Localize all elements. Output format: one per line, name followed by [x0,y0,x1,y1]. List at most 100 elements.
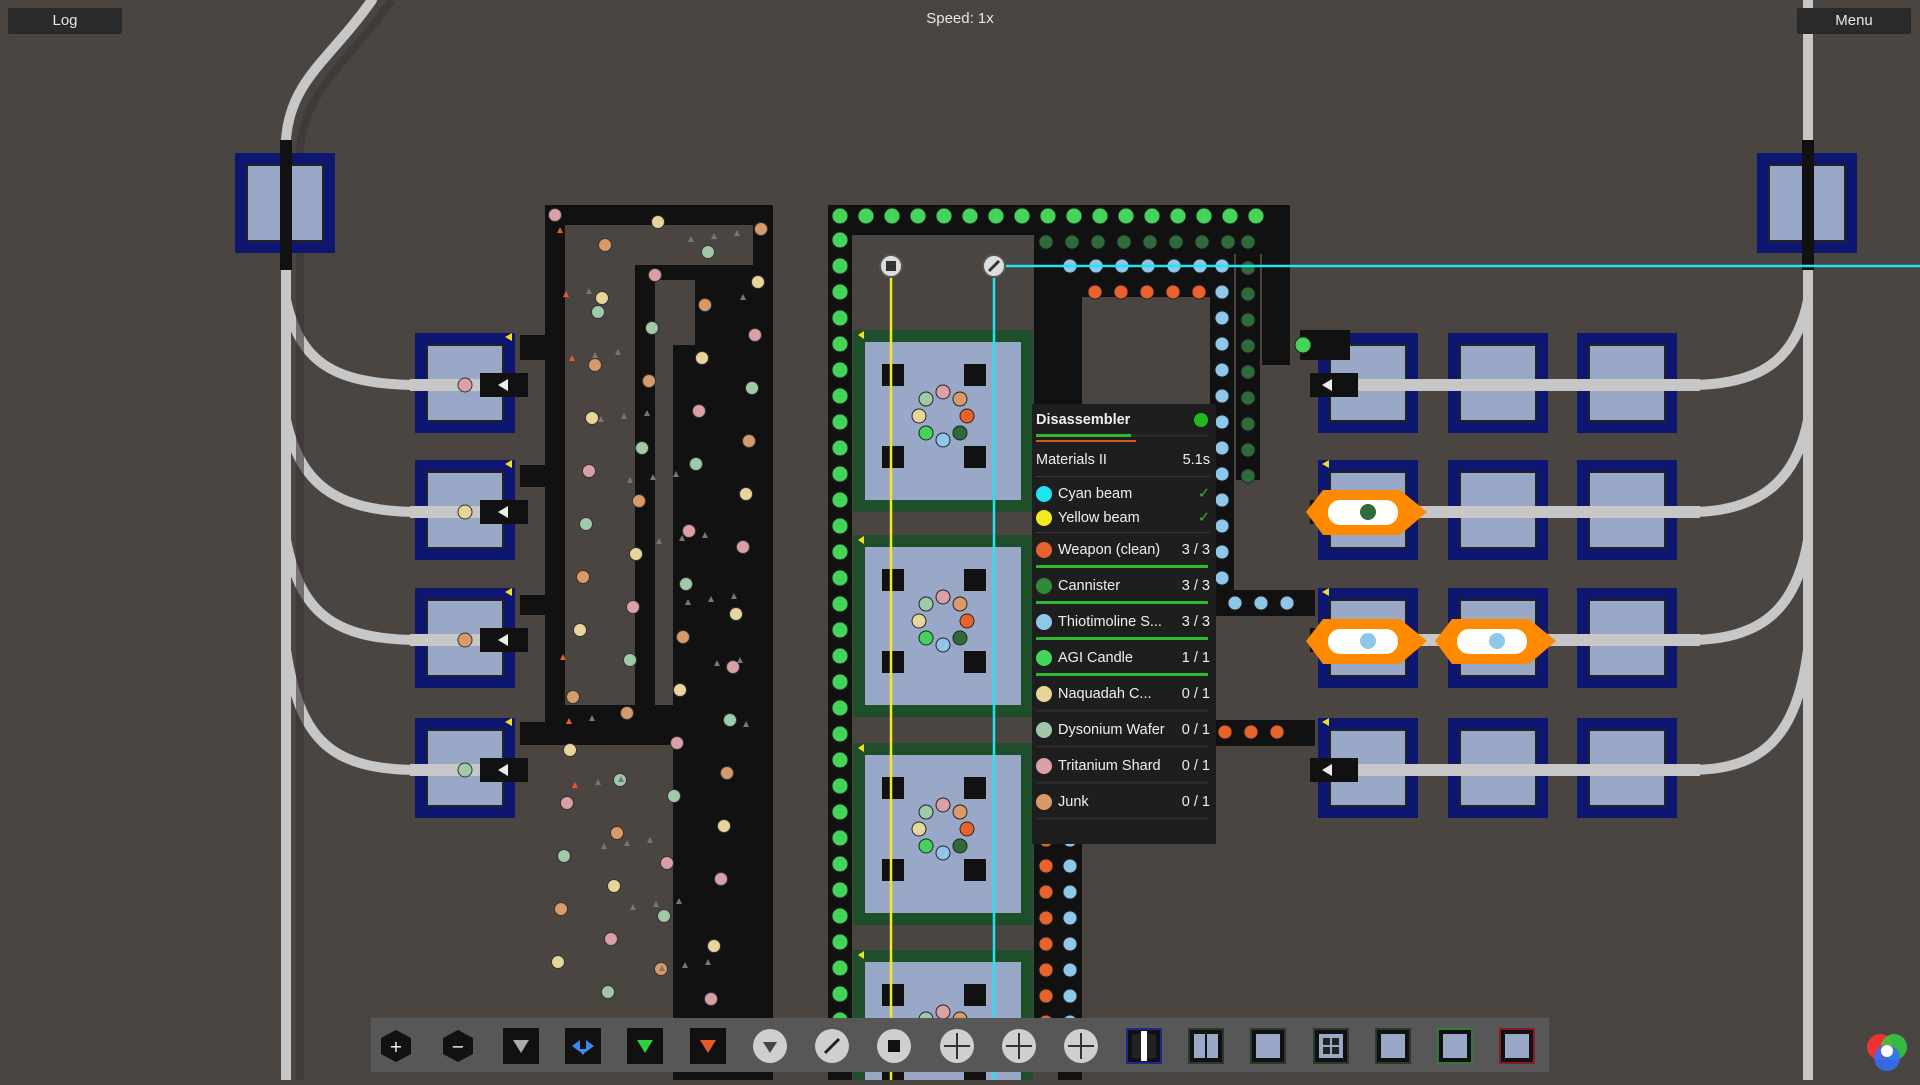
building-dot-icon[interactable] [1374,1027,1412,1065]
item-fill-bar [1036,673,1208,676]
beam-color-icon [1036,486,1052,502]
item-fill-bar [1036,781,1208,784]
sorting-belts[interactable] [520,205,773,1085]
add-hex-icon[interactable]: + [377,1027,415,1065]
recipe-progress-bar [1036,434,1208,437]
splitter-icon[interactable] [564,1027,602,1065]
item-fill-bar [1036,745,1208,748]
recipe-time: 5.1s [1182,452,1210,468]
item-fill-bar [1036,709,1208,712]
item-row: Tritanium Shard 0 / 1 [1036,754,1210,778]
tooltip-title-row: Disassembler [1036,408,1210,432]
building-grid-icon[interactable] [1312,1027,1350,1065]
status-indicator-icon [1194,413,1208,427]
recipe-name: Materials II [1036,452,1107,468]
circle-merge-icon[interactable] [1000,1027,1038,1065]
building-corner-icon[interactable] [1249,1027,1287,1065]
beam-color-icon [1036,510,1052,526]
red-arrow-down-icon[interactable] [689,1027,727,1065]
beam-check-icon: ✓ [1197,510,1210,526]
disassembler[interactable] [853,535,1033,717]
highlight-station-3[interactable] [1435,619,1556,664]
item-name: AGI Candle [1058,650,1133,666]
item-row: Cannister 3 / 3 [1036,574,1210,598]
left-station[interactable] [410,588,528,688]
beam-name: Yellow beam [1058,510,1140,526]
beam-name: Cyan beam [1058,486,1133,502]
item-fill-bar [1036,637,1208,640]
left-station[interactable] [410,718,528,818]
item-count: 3 / 3 [1181,542,1210,558]
circle-slash-icon[interactable] [813,1027,851,1065]
disassembler[interactable] [853,330,1033,512]
item-row: Junk 0 / 1 [1036,790,1210,814]
building-red-icon[interactable] [1498,1027,1536,1065]
item-icon [1036,650,1052,666]
remove-hex-icon[interactable]: − [439,1027,477,1065]
item-count: 0 / 1 [1181,758,1210,774]
left-station[interactable] [410,333,528,433]
item-name: Dysonium Wafer [1058,722,1165,738]
item-icon [1036,542,1052,558]
item-row: AGI Candle 1 / 1 [1036,646,1210,670]
item-icon [1036,686,1052,702]
item-count: 0 / 1 [1181,794,1210,810]
building-double-icon[interactable] [1187,1027,1225,1065]
item-name: Tritanium Shard [1058,758,1161,774]
item-name: Weapon (clean) [1058,542,1161,558]
circle-arrow-down-icon[interactable] [751,1027,789,1065]
item-count: 0 / 1 [1181,686,1210,702]
item-count: 3 / 3 [1181,578,1210,594]
color-wheel-icon[interactable] [1864,1029,1910,1075]
item-row: Thiotimoline S... 3 / 3 [1036,610,1210,634]
item-icon [1036,794,1052,810]
item-row: Naquadah C... 0 / 1 [1036,682,1210,706]
right-stations[interactable] [1310,333,1700,818]
item-name: Junk [1058,794,1089,810]
circle-split-icon[interactable] [1062,1027,1100,1065]
left-belt-items [548,208,768,1006]
building-green-icon[interactable] [1436,1027,1474,1065]
disassembler-column[interactable] [853,330,1033,1085]
building-small-icon[interactable] [1125,1027,1163,1065]
beam-check-icon: ✓ [1197,486,1210,502]
beam-row: Yellow beam ✓ [1036,506,1210,530]
item-count: 1 / 1 [1181,650,1210,666]
arrow-down-icon[interactable] [502,1027,540,1065]
recipe-row: Materials II 5.1s [1036,448,1210,472]
beam-emitter-yellow[interactable] [879,254,903,278]
disassembler[interactable] [853,743,1033,925]
item-name: Cannister [1058,578,1121,594]
left-rail-network [281,0,425,1085]
item-fill-bar [1036,601,1208,604]
item-row: Dysonium Wafer 0 / 1 [1036,718,1210,742]
svg-text:−: − [452,1037,465,1056]
item-icon [1036,722,1052,738]
circle-square-icon[interactable] [875,1027,913,1065]
item-count: 3 / 3 [1181,614,1210,630]
log-button[interactable]: Log [8,8,122,34]
item-name: Naquadah C... [1058,686,1152,702]
svg-text:+: + [389,1037,402,1056]
item-fill-bar [1036,565,1208,568]
speed-indicator: Speed: 1x [926,10,994,27]
highlight-station-1[interactable] [1306,490,1427,535]
item-name: Thiotimoline S... [1058,614,1162,630]
building-tooltip: Disassembler Materials II 5.1s Cyan beam… [1032,404,1216,844]
item-icon [1036,614,1052,630]
highlight-station-2[interactable] [1306,619,1427,664]
item-icon [1036,578,1052,594]
green-arrow-down-icon[interactable] [626,1027,664,1065]
circle-crossroads-icon[interactable] [938,1027,976,1065]
left-stations[interactable] [410,333,565,818]
item-count: 0 / 1 [1181,722,1210,738]
left-station[interactable] [410,460,528,560]
item-fill-bar [1036,817,1208,820]
build-toolbar: +− [371,1018,1549,1072]
menu-button[interactable]: Menu [1797,8,1911,34]
item-row: Weapon (clean) 3 / 3 [1036,538,1210,562]
beam-emitter-cyan[interactable] [982,254,1006,278]
item-icon [1036,758,1052,774]
